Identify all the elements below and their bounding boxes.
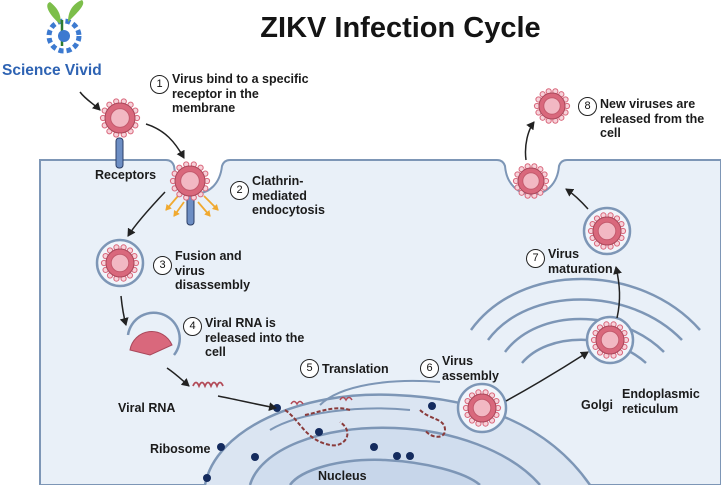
step-7-label: Virus maturation [548, 247, 613, 276]
viral-rna-label: Viral RNA [118, 401, 176, 415]
step-4-label: Viral RNA is released into the cell [205, 316, 305, 359]
rna-squiggle-1 [339, 396, 353, 402]
nucleus-label: Nucleus [318, 469, 367, 483]
viral-rna-strands [284, 407, 447, 447]
page-title: ZIKV Infection Cycle [260, 12, 541, 44]
flow-arrows [79, 91, 622, 412]
endoplasmic-reticulum-label: Endoplasmic reticulum [622, 387, 700, 416]
virus-maturing-upper [587, 212, 627, 250]
virus-particles [99, 88, 630, 427]
virus-assembly [462, 389, 502, 427]
step-6-label: Virus assembly [442, 354, 499, 383]
fusion-membrane [126, 311, 181, 356]
clathrin-coat [165, 195, 219, 217]
golgi-label: Golgi [581, 398, 613, 412]
step-6-number: 6 [420, 359, 439, 378]
virus-endocytosis [169, 161, 211, 201]
virus-uncoating [129, 331, 173, 356]
brand-name: Science Vivid [2, 62, 102, 79]
cell-cytoplasm [39, 159, 721, 486]
viral-rna-coil [192, 381, 224, 389]
ribosome-label: Ribosome [150, 442, 211, 456]
rna-squiggle-2 [290, 400, 304, 406]
virus-maturing-lower [590, 321, 630, 359]
receptor-1 [115, 137, 124, 169]
receptors-label: Receptors [95, 168, 157, 182]
leaf-gear-logo-icon [46, 0, 84, 54]
virus-budding [512, 163, 550, 199]
step-2-label: Clathrin- mediated endocytosis [252, 174, 325, 217]
step-1-number: 1 [150, 75, 169, 94]
step-8-number: 8 [578, 97, 597, 116]
virus-endosome [100, 244, 140, 282]
step-1-label: Virus bind to a specific receptor in the… [172, 72, 309, 115]
step-8-label: New viruses are released from the cell [600, 97, 705, 140]
step-4-number: 4 [183, 317, 202, 336]
golgi-apparatus [469, 277, 701, 364]
step-2-number: 2 [230, 181, 249, 200]
step-3-label: Fusion and virus disassembly [175, 249, 251, 292]
step-5-number: 5 [300, 359, 319, 378]
step-3-number: 3 [153, 256, 172, 275]
step-5-label: Translation [322, 362, 389, 376]
virus-binding [99, 98, 141, 138]
step-7-number: 7 [526, 249, 545, 268]
virus-released [533, 88, 571, 124]
